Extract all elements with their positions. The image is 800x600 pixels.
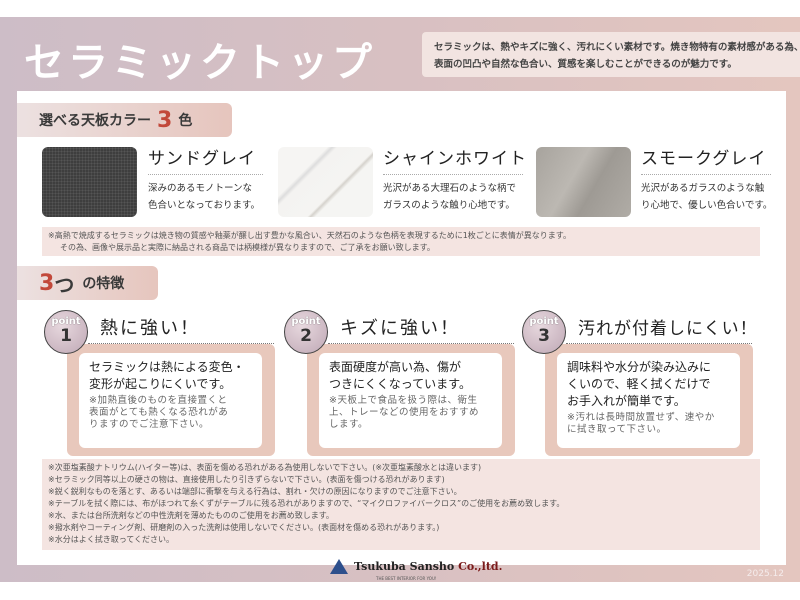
feature-title: 汚れが付着しにくい！ xyxy=(578,319,758,339)
feature-box: 表面硬度が高い為、傷がつきにくくなっています。 ※天板上で食品を扱う際は、衛生上… xyxy=(307,344,515,456)
point-number: 1 xyxy=(60,326,72,346)
feature-main-line: 調味料や水分が染み込みに xyxy=(567,360,712,374)
brand-suffix: Co.,ltd. xyxy=(458,560,503,573)
desc-line: 光沢がある大理石のような柄で xyxy=(383,183,517,194)
intro-description: セラミックは、熱やキズに強く、汚れにくい素材です。焼き物特有の素材感がある為、 … xyxy=(422,32,800,77)
point-label: point xyxy=(529,316,559,327)
feature-box: セラミックは熱による変色・変形が起こりにくいです。 ※加熱直後のものを直接置くと… xyxy=(67,344,275,456)
swatch-shine-white xyxy=(278,147,373,217)
feature-sub-line: 表面がとても熱くなる恐れがあ xyxy=(89,407,229,418)
color-description: 深みのあるモノトーンな色合いとなっております。 xyxy=(148,180,273,214)
feature-main-line: 表面硬度が高い為、傷が xyxy=(329,360,462,374)
dotted-divider xyxy=(328,343,514,344)
note-line: その為、画像や展示品と実際に納品される商品では柄模様が異なりますので、ご了承をお… xyxy=(60,243,435,252)
caution-line: ※セラミック同等以上の硬さの物は、直接使用したり引きずらないで下さい。(表面を傷… xyxy=(48,475,445,484)
caution-line: ※次亜塩素酸ナトリウム(ハイター等)は、表面を傷める恐れがある為使用しないで下さ… xyxy=(48,463,482,472)
heading-text: 色 xyxy=(178,113,193,129)
dotted-divider xyxy=(88,343,274,344)
issue-date: 2025.12 xyxy=(746,569,784,579)
feature-sub-line: ※加熱直後のものを直接置くと xyxy=(89,395,228,406)
desc-line: ガラスのような触り心地です。 xyxy=(383,200,515,211)
company-name: Tsukuba Sansho Co.,ltd. xyxy=(354,560,502,573)
slogan: THE BEST INTERIOR FOR YOU! xyxy=(376,576,437,581)
point-number: 3 xyxy=(538,326,550,346)
heading-text: つ xyxy=(54,272,75,297)
color-note: ※高熱で焼成するセラミックは焼き物の質感や釉薬が醸し出す豊かな風合い、天然石のよ… xyxy=(42,227,760,256)
swatch-smoke-grey xyxy=(536,147,631,217)
desc-line: 色合いとなっております。 xyxy=(148,200,261,211)
feature-main-line: 変形が起こりにくいです。 xyxy=(89,377,232,391)
caution-line: ※テーブルを拭く際には、布がほつれて糸くずがテーブルに残る恐れがありますので、“… xyxy=(48,499,565,508)
feature-main-line: つきにくくなっています。 xyxy=(329,377,471,391)
heading-text: 選べる天板カラー xyxy=(39,113,151,129)
feature-sub-line: に拭き取って下さい。 xyxy=(567,424,667,435)
point-label: point xyxy=(51,316,81,327)
caution-line: ※水分はよく拭き取ってください。 xyxy=(48,535,175,544)
feature-point-2: 表面硬度が高い為、傷がつきにくくなっています。 ※天板上で食品を扱う際は、衛生上… xyxy=(282,308,522,456)
desc-line: 深みのあるモノトーンな xyxy=(148,183,253,194)
caution-notes: ※次亜塩素酸ナトリウム(ハイター等)は、表面を傷める恐れがある為使用しないで下さ… xyxy=(42,459,760,550)
intro-line: セラミックは、熱やキズに強く、汚れにくい素材です。焼き物特有の素材感がある為、 xyxy=(434,42,800,53)
page-title: セラミックトップ xyxy=(24,40,376,86)
color-name: サンドグレイ xyxy=(148,148,263,175)
color-description: 光沢があるガラスのような触り心地で、優しい色合いです。 xyxy=(641,180,781,214)
feature-card: セラミックは熱による変色・変形が起こりにくいです。 ※加熱直後のものを直接置くと… xyxy=(79,353,262,448)
heading-number: 3 xyxy=(39,270,55,296)
feature-box: 調味料や水分が染み込みにくいので、軽く拭くだけでお手入れが簡単です。 ※汚れは長… xyxy=(545,344,753,456)
dotted-divider xyxy=(566,343,752,344)
company-logo: Tsukuba Sansho Co.,ltd. xyxy=(330,559,502,574)
brand-name: Tsukuba Sansho xyxy=(354,560,455,573)
feature-main-line: くいので、軽く拭くだけで xyxy=(567,377,711,391)
color-description: 光沢がある大理石のような柄でガラスのような触り心地です。 xyxy=(383,180,528,214)
intro-line: 表面の凹凸や自然な色合い、質感を楽しむことができるのが魅力です。 xyxy=(434,59,737,70)
heading-number: 3 xyxy=(157,107,173,133)
heading-text: の特徴 xyxy=(82,276,125,292)
color-name: スモークグレイ xyxy=(641,148,771,175)
color-name: シャインホワイト xyxy=(383,148,526,175)
feature-point-1: セラミックは熱による変色・変形が起こりにくいです。 ※加熱直後のものを直接置くと… xyxy=(42,308,282,456)
caution-line: ※水、または台所洗剤などの中性洗剤を薄めたもののご使用をお薦め致します。 xyxy=(48,511,334,520)
feature-title: 熱に強い！ xyxy=(100,318,200,339)
feature-sub-line: 上、トレーなどの使用をおすすめ xyxy=(329,407,480,418)
feature-main-line: お手入れが簡単です。 xyxy=(567,394,686,408)
desc-line: り心地で、優しい色合いです。 xyxy=(641,200,773,211)
feature-main-line: セラミックは熱による変色・ xyxy=(89,360,245,374)
colors-heading: 選べる天板カラー 3 色 xyxy=(17,103,232,137)
feature-sub-line: します。 xyxy=(329,419,369,430)
feature-card: 表面硬度が高い為、傷がつきにくくなっています。 ※天板上で食品を扱う際は、衛生上… xyxy=(319,353,502,448)
swatch-sand-grey xyxy=(42,147,137,217)
features-heading: 3 つ の特徴 xyxy=(17,266,158,300)
mountain-logo-icon xyxy=(330,559,348,574)
note-line: ※高熱で焼成するセラミックは焼き物の質感や釉薬が醸し出す豊かな風合い、天然石のよ… xyxy=(48,231,571,240)
caution-line: ※鋭く鋭利なものを落とす、あるいは端部に衝撃を与える行為は、割れ・欠けの原因にな… xyxy=(48,487,462,496)
feature-sub-line: ※汚れは長時間放置せず、速やか xyxy=(567,412,715,423)
feature-point-3: 調味料や水分が染み込みにくいので、軽く拭くだけでお手入れが簡単です。 ※汚れは長… xyxy=(520,308,760,456)
point-number: 2 xyxy=(300,326,312,346)
point-label: point xyxy=(291,316,321,327)
caution-line: ※撥水剤やコーティング剤、研磨剤の入った洗剤は使用しないでください。(表面材を傷… xyxy=(48,523,440,532)
feature-card: 調味料や水分が染み込みにくいので、軽く拭くだけでお手入れが簡単です。 ※汚れは長… xyxy=(557,353,740,448)
feature-title: キズに強い！ xyxy=(340,318,460,339)
feature-sub-line: りますのでご注意下さい。 xyxy=(89,419,210,430)
desc-line: 光沢があるガラスのような触 xyxy=(641,183,765,194)
feature-sub-line: ※天板上で食品を扱う際は、衛生 xyxy=(329,395,478,406)
